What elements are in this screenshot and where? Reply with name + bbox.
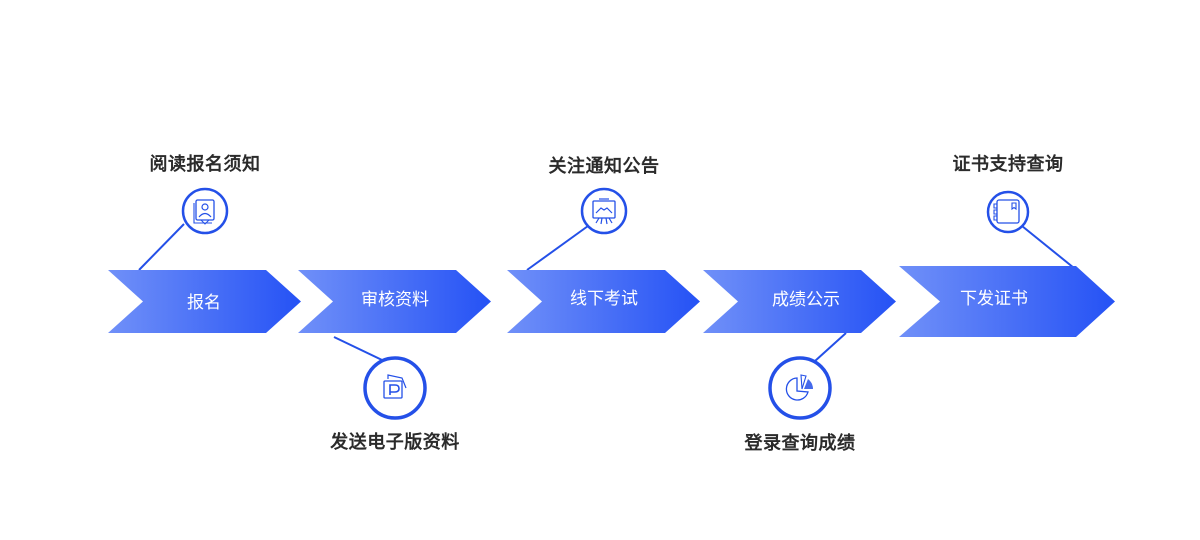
step-label-1: 报名: [187, 293, 221, 313]
note-label-login-check-scores: 登录查询成绩: [744, 433, 856, 454]
profile-card-icon: [181, 187, 229, 235]
step-chevron-4[interactable]: [703, 270, 896, 333]
presentation-board-icon: [580, 187, 628, 235]
notebook-icon: [986, 190, 1030, 234]
step-chevron-5[interactable]: [899, 266, 1115, 337]
note-label-read-registration-notice: 阅读报名须知: [149, 154, 261, 175]
connector-line-4: [814, 332, 847, 362]
step-label-5: 下发证书: [960, 289, 1028, 309]
note-label-certificate-query: 证书支持查询: [952, 154, 1064, 175]
step-chevron-3[interactable]: [507, 270, 700, 333]
step-chevron-1[interactable]: [108, 270, 301, 333]
note-label-send-electronic-materials: 发送电子版资料: [330, 432, 460, 453]
connector-line-2: [333, 336, 383, 361]
note-label-follow-announcements: 关注通知公告: [548, 156, 660, 177]
connector-line-1: [138, 223, 185, 271]
step-label-4: 成绩公示: [772, 290, 840, 310]
pie-chart-icon: [768, 356, 832, 420]
connector-line-3: [526, 225, 589, 271]
document-folder-icon: [363, 356, 427, 420]
step-label-3: 线下考试: [570, 289, 638, 309]
step-label-2: 审核资料: [361, 290, 429, 310]
connector-line-5: [1021, 225, 1075, 269]
step-chevron-2[interactable]: [298, 270, 491, 333]
